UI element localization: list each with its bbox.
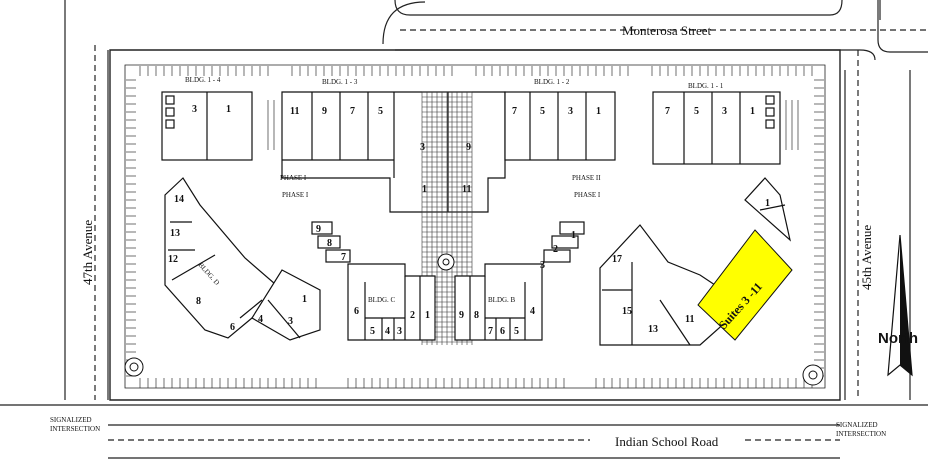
suite-e-1: 1	[765, 198, 770, 209]
building-b	[454, 221, 585, 341]
suite-b-6: 6	[500, 326, 505, 337]
signalized-intersection-left-1: SIGNALIZED	[50, 416, 92, 424]
suite-e-17: 17	[612, 254, 622, 265]
north-arrow: North	[878, 234, 918, 377]
phase-label-2: PHASE I	[282, 191, 309, 199]
suite-1-1-b: 5	[694, 106, 699, 117]
building-1-1-label: BLDG. 1 - 1	[688, 82, 724, 90]
phase-label-1: PHASE I	[280, 174, 307, 182]
suite-c-9: 9	[316, 224, 321, 235]
suite-d-14: 14	[174, 194, 184, 205]
building-1-2	[504, 91, 616, 161]
suite-1-3-a: 11	[290, 106, 299, 117]
building-1-4	[161, 91, 253, 161]
suite-b-9: 9	[459, 310, 464, 321]
suite-c-4: 4	[385, 326, 390, 337]
highlighted-suites-area	[697, 229, 793, 341]
signalized-intersection-right-2: INTERSECTION	[836, 430, 886, 438]
suite-1-2-c: 3	[568, 106, 573, 117]
building-1-4-label: BLDG. 1 - 4	[185, 76, 221, 84]
suite-1-3-f: 9	[466, 142, 471, 153]
suite-d-8: 8	[196, 296, 201, 307]
suite-c-8: 8	[327, 238, 332, 249]
suite-1-2-d: 1	[596, 106, 601, 117]
suite-b-8: 8	[474, 310, 479, 321]
suite-1-2-a: 7	[512, 106, 517, 117]
suite-c-6: 6	[354, 306, 359, 317]
suite-1-4-b: 1	[226, 104, 231, 115]
suite-b-7: 7	[488, 326, 493, 337]
phase-label-4: PHASE I	[574, 191, 601, 199]
building-1-2-label: BLDG. 1 - 2	[534, 78, 570, 86]
suite-d-6: 6	[230, 322, 235, 333]
suite-b-5: 5	[514, 326, 519, 337]
suite-c-5: 5	[370, 326, 375, 337]
street-label-north: Monterosa Street	[622, 23, 712, 38]
suite-c-1: 1	[425, 310, 430, 321]
building-1-1	[652, 91, 781, 165]
building-b-label: BLDG. B	[488, 296, 516, 304]
suite-1-2-b: 5	[540, 106, 545, 117]
suite-1-1-d: 1	[750, 106, 755, 117]
suite-d-13: 13	[170, 228, 180, 239]
parking-stalls	[126, 66, 824, 388]
suite-c-3: 3	[397, 326, 402, 337]
suite-e-15: 15	[622, 306, 632, 317]
suite-b-4: 4	[530, 306, 535, 317]
suite-b-3: 3	[540, 260, 545, 271]
suite-1-1-a: 7	[665, 106, 670, 117]
suite-b-1: 1	[571, 230, 576, 241]
signalized-intersection-right-1: SIGNALIZED	[836, 421, 878, 429]
building-1-3-label: BLDG. 1 - 3	[322, 78, 358, 86]
signalized-intersection-left-2: INTERSECTION	[50, 425, 100, 433]
street-label-east: 45th Avenue	[859, 225, 874, 290]
suite-1-3-d: 5	[378, 106, 383, 117]
building-c-label: BLDG. C	[368, 296, 396, 304]
suite-e-13: 13	[648, 324, 658, 335]
suite-d-4: 4	[258, 314, 263, 325]
suite-d-12: 12	[168, 254, 178, 265]
north-arrow-label: North	[878, 330, 918, 347]
suite-1-3-b: 9	[322, 106, 327, 117]
suite-c-2: 2	[410, 310, 415, 321]
suite-1-3-c: 7	[350, 106, 355, 117]
suite-1-1-c: 3	[722, 106, 727, 117]
suite-1-3-e: 3	[420, 142, 425, 153]
suite-d-1: 1	[302, 294, 307, 305]
suite-1-3-g: 1	[422, 184, 427, 195]
phase-label-3: PHASE II	[572, 174, 601, 182]
building-c	[311, 221, 436, 341]
building-d	[164, 177, 321, 341]
street-label-west: 47th Avenue	[80, 220, 95, 285]
site-boundary	[109, 49, 841, 401]
landscape-circles	[124, 253, 824, 386]
suite-d-3: 3	[288, 316, 293, 327]
street-label-south: Indian School Road	[615, 434, 719, 449]
suite-b-2: 2	[553, 244, 558, 255]
suite-1-4-a: 3	[192, 104, 197, 115]
suite-e-11: 11	[685, 314, 694, 325]
suite-c-7: 7	[341, 252, 346, 263]
suite-1-3-h: 11	[462, 184, 471, 195]
